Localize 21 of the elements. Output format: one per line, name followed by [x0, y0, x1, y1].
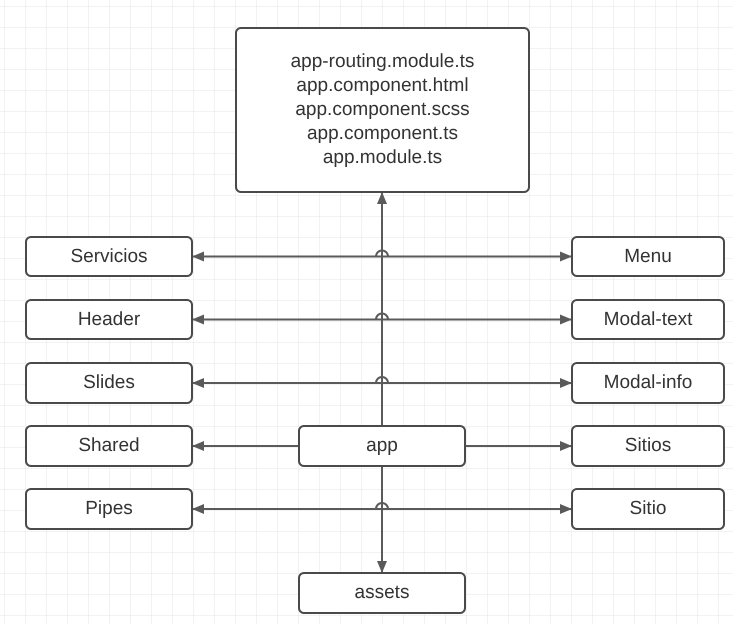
arrow	[466, 441, 572, 451]
arrow	[192, 312, 572, 324]
module-box: Modal-info	[571, 362, 725, 404]
module-box: Menu	[571, 236, 725, 277]
arrow	[192, 441, 298, 451]
module-box: Sitio	[571, 488, 725, 530]
module-box: assets	[298, 572, 466, 614]
module-box: Header	[25, 299, 193, 340]
arrow	[377, 467, 387, 573]
module-box: Sitios	[571, 425, 725, 467]
module-box: Slides	[25, 362, 193, 404]
module-box: Modal-text	[571, 299, 725, 340]
arrow	[192, 376, 572, 388]
module-box: Servicios	[25, 236, 193, 277]
file-list-box: app-routing.module.ts app.component.html app.component.scss app.component.ts app.module.ts	[235, 27, 530, 193]
module-box: Pipes	[25, 488, 193, 530]
arrow	[377, 192, 387, 425]
arrow	[192, 250, 572, 262]
module-box: Shared	[25, 425, 193, 467]
module-box: app	[298, 425, 466, 467]
arrow	[192, 502, 572, 514]
